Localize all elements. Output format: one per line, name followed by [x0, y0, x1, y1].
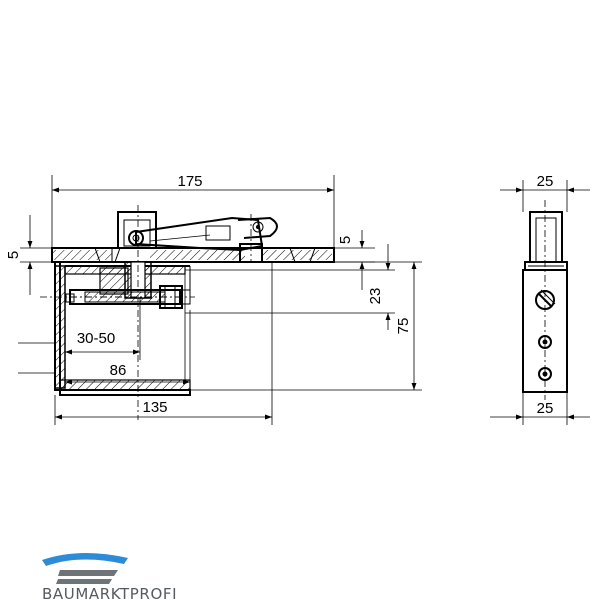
dim-label-side-25-bottom: 25 [537, 400, 554, 417]
logo-text: BAUMARKTPROFI [42, 585, 177, 600]
dim-label-30-50: 30-50 [77, 330, 115, 347]
dimension-175: 175 [51, 173, 335, 248]
dimension-5-right: 5 [334, 230, 375, 290]
front-view [40, 205, 335, 420]
logo-roof-icon [42, 552, 128, 566]
dim-label-75: 75 [395, 318, 412, 335]
dimension-75: 75 [190, 261, 422, 410]
dimension-86: 86 [18, 310, 191, 390]
dim-label-175: 175 [177, 173, 202, 190]
dim-label-86: 86 [110, 362, 127, 379]
dim-label-23: 23 [367, 288, 384, 305]
dimension-30-50: 30-50 [18, 297, 141, 360]
dimension-23: 23 [185, 244, 395, 330]
dimension-side-25-top: 25 [500, 173, 590, 212]
side-view [522, 200, 568, 400]
lever-arm [128, 214, 278, 263]
baumarktprofi-logo: BAUMARKTPROFI [42, 552, 177, 600]
dimension-135: 135 [54, 395, 273, 425]
dim-label-5-right: 5 [337, 236, 354, 244]
dim-label-135: 135 [142, 399, 167, 416]
dim-label-side-25-top: 25 [537, 173, 554, 190]
dim-label-5-left: 5 [5, 251, 22, 259]
dimension-side-25-bottom: 25 [490, 392, 590, 425]
top-plate [51, 247, 335, 263]
dimension-5-left: 5 [5, 215, 52, 295]
